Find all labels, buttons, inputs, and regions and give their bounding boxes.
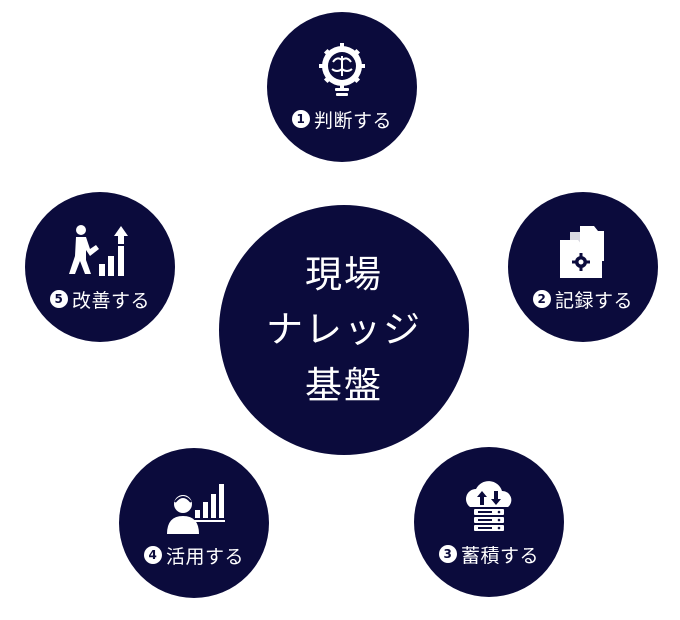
- person-chart-icon: [159, 478, 229, 536]
- step-number-5: 5: [49, 290, 68, 308]
- node-improve-label: 5 改善する: [49, 286, 150, 313]
- node-utilize: 4 活用する: [119, 448, 269, 598]
- cloud-server-icon: [454, 477, 524, 535]
- center-title-line-1: 現場: [305, 252, 383, 296]
- node-accumulate-text: 蓄積する: [460, 544, 539, 567]
- step-number-2: 2: [532, 290, 551, 308]
- folder-gear-icon: [548, 222, 618, 280]
- step-number-3: 3: [438, 545, 457, 563]
- node-record: 2 記録する: [508, 192, 658, 342]
- node-improve: 5 改善する: [25, 192, 175, 342]
- node-accumulate-label: 3 蓄積する: [438, 541, 539, 568]
- node-record-text: 記録する: [554, 289, 633, 312]
- node-utilize-text: 活用する: [165, 545, 244, 568]
- node-judge: 1 判断する: [267, 12, 417, 162]
- node-record-label: 2 記録する: [532, 286, 633, 313]
- center-title: 現場 ナレッジ 基盤: [266, 247, 422, 414]
- center-title-line-3: 基盤: [305, 363, 383, 407]
- node-improve-text: 改善する: [71, 289, 150, 312]
- node-judge-label: 1 判断する: [291, 106, 392, 133]
- node-utilize-label: 4 活用する: [143, 542, 244, 569]
- step-number-4: 4: [143, 546, 162, 564]
- node-judge-text: 判断する: [313, 109, 392, 132]
- center-title-line-2: ナレッジ: [266, 308, 422, 352]
- node-accumulate: 3 蓄積する: [414, 447, 564, 597]
- step-number-1: 1: [291, 110, 310, 128]
- brain-gear-icon: [307, 42, 377, 100]
- climbing-growth-icon: [65, 222, 135, 280]
- center-hub: 現場 ナレッジ 基盤: [219, 205, 469, 455]
